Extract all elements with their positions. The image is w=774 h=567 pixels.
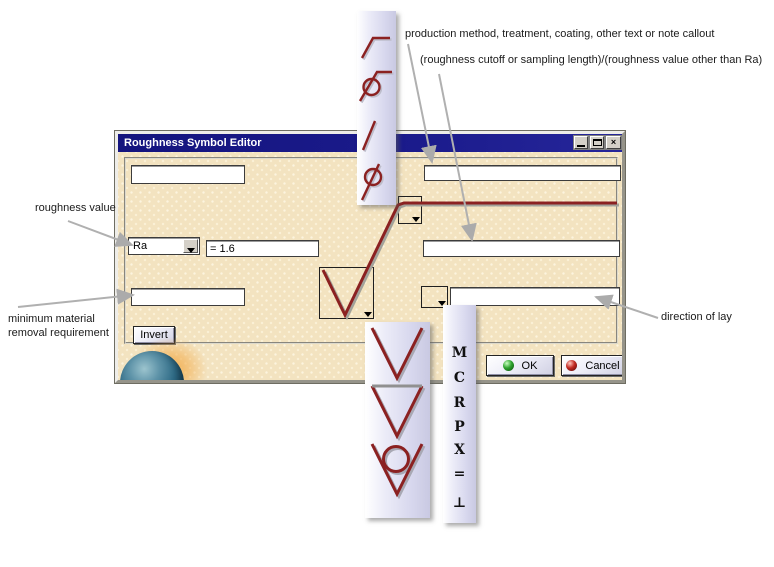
roughness-parameter-combo[interactable]: Ra	[128, 237, 200, 255]
dropdown-arrow-icon	[412, 217, 420, 222]
min-material-removal-field[interactable]	[131, 288, 245, 306]
tail-style-menu	[357, 11, 396, 205]
annotation-min-material-line2: removal requirement	[8, 327, 109, 339]
tail-style-options-graphic[interactable]	[357, 11, 396, 205]
minimize-icon	[577, 145, 585, 147]
lay-option-P[interactable]: P	[454, 419, 465, 435]
cancel-button-label: Cancel	[585, 359, 620, 372]
ok-button-label: OK	[521, 359, 538, 372]
cutoff-field[interactable]	[423, 240, 620, 257]
annotation-cutoff: (roughness cutoff or sampling length)/(r…	[420, 54, 763, 66]
lay-option-C[interactable]: C	[453, 370, 466, 386]
option-material-removal-prohibited[interactable]	[370, 443, 424, 498]
ok-green-ball-icon	[502, 360, 514, 371]
production-method-top-left-field[interactable]	[131, 165, 245, 184]
close-button[interactable]: ×	[606, 136, 621, 149]
cancel-red-ball-icon	[566, 360, 578, 371]
annotation-roughness-value: roughness value	[35, 202, 116, 214]
dialog-title: Roughness Symbol Editor	[124, 137, 262, 149]
lay-option-X[interactable]: X	[454, 442, 465, 458]
close-icon: ×	[610, 137, 617, 147]
lay-option-perpendicular[interactable]: ⊥	[452, 495, 467, 511]
basic-symbol-dropdown[interactable]	[319, 267, 374, 319]
basic-symbol-options-graphic[interactable]	[365, 322, 430, 518]
option-slash-tail[interactable]	[361, 120, 377, 151]
basic-symbol-menu	[365, 322, 430, 518]
option-slash-tail-circle-glyph[interactable]	[363, 167, 383, 187]
maximize-icon	[593, 139, 602, 146]
option-bent-tail[interactable]	[360, 36, 390, 59]
lay-option-M[interactable]: M	[451, 345, 468, 361]
lay-option-equals[interactable]: =	[453, 466, 466, 482]
cancel-button[interactable]: Cancel	[561, 355, 622, 376]
ok-button[interactable]: OK	[486, 355, 554, 376]
dropdown-arrow-icon	[364, 312, 372, 317]
roughness-value-field[interactable]	[206, 240, 319, 257]
option-basic-surface[interactable]	[370, 327, 424, 382]
option-bent-tail-circle-glyph[interactable]	[362, 77, 381, 97]
production-method-top-right-field[interactable]	[424, 165, 621, 181]
option-material-removal-required[interactable]	[370, 385, 424, 440]
option-material-removal-prohibited-circle[interactable]	[382, 445, 410, 473]
minimize-button[interactable]	[574, 136, 588, 149]
roughness-parameter-value: Ra	[133, 240, 148, 252]
combo-dropdown-button[interactable]	[183, 239, 198, 253]
annotation-production-method: production method, treatment, coating, o…	[405, 28, 715, 40]
annotation-min-material-line1: minimum material	[8, 313, 95, 325]
maximize-button[interactable]	[590, 136, 604, 149]
chevron-down-icon	[186, 247, 195, 253]
lay-option-R[interactable]: R	[453, 395, 466, 411]
direction-of-lay-field[interactable]	[450, 287, 620, 306]
direction-of-lay-menu: M C R P X = ⊥	[443, 305, 476, 523]
tail-style-dropdown[interactable]	[398, 196, 422, 224]
annotation-direction-of-lay: direction of lay	[661, 311, 732, 323]
